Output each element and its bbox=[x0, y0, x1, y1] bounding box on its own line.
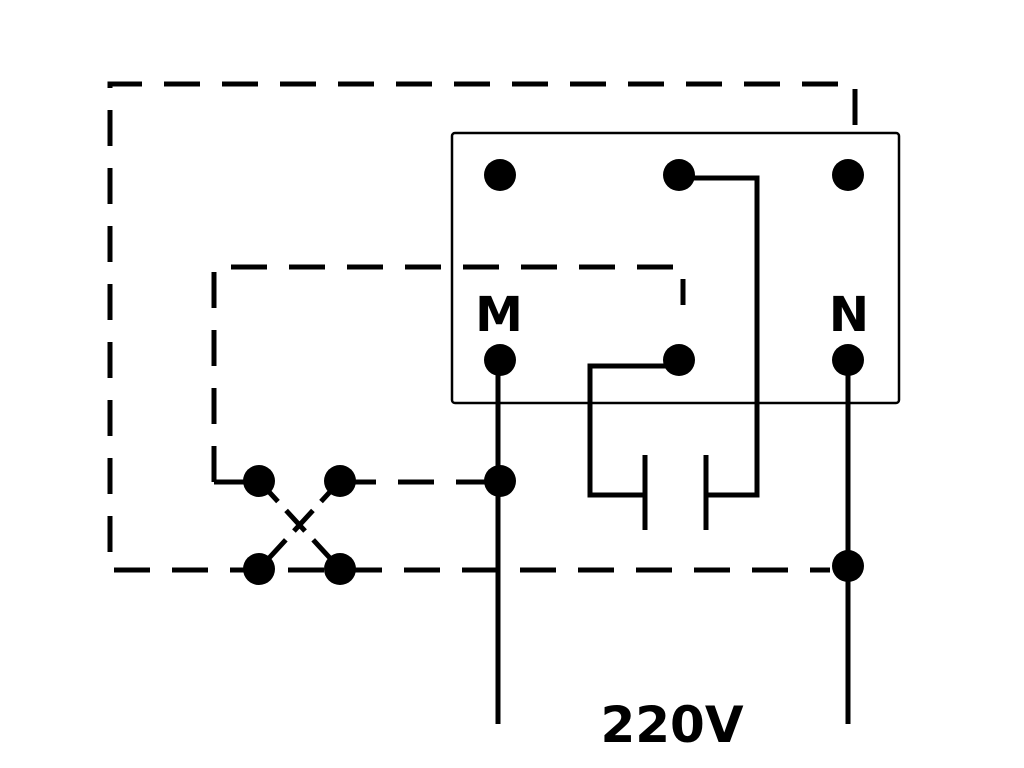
terminal-node-top-left bbox=[484, 159, 516, 191]
switch-node-bottom-right bbox=[324, 553, 356, 585]
terminal-label-n: N bbox=[829, 287, 869, 343]
terminal-node-n bbox=[832, 344, 864, 376]
inner-dashed-loop bbox=[211, 264, 686, 482]
terminal-label-m: M bbox=[475, 287, 523, 343]
junction-node-n-line bbox=[832, 550, 864, 582]
wire-top-middle-to-capacitor bbox=[679, 175, 760, 498]
terminal-block bbox=[450, 131, 901, 405]
switch-node-top-left bbox=[243, 465, 275, 497]
terminal-node-m bbox=[484, 344, 516, 376]
terminal-node-top-middle bbox=[663, 159, 695, 191]
junction-node-m-line bbox=[484, 465, 516, 497]
switch-node-bottom-left bbox=[243, 553, 275, 585]
terminal-node-top-right bbox=[832, 159, 864, 191]
wire-lower-middle-to-capacitor bbox=[587, 363, 679, 498]
switch-node-top-right bbox=[324, 465, 356, 497]
voltage-label: 220V bbox=[600, 696, 743, 754]
switch-cross-line-2 bbox=[257, 479, 342, 571]
terminal-node-lower-middle bbox=[663, 344, 695, 376]
